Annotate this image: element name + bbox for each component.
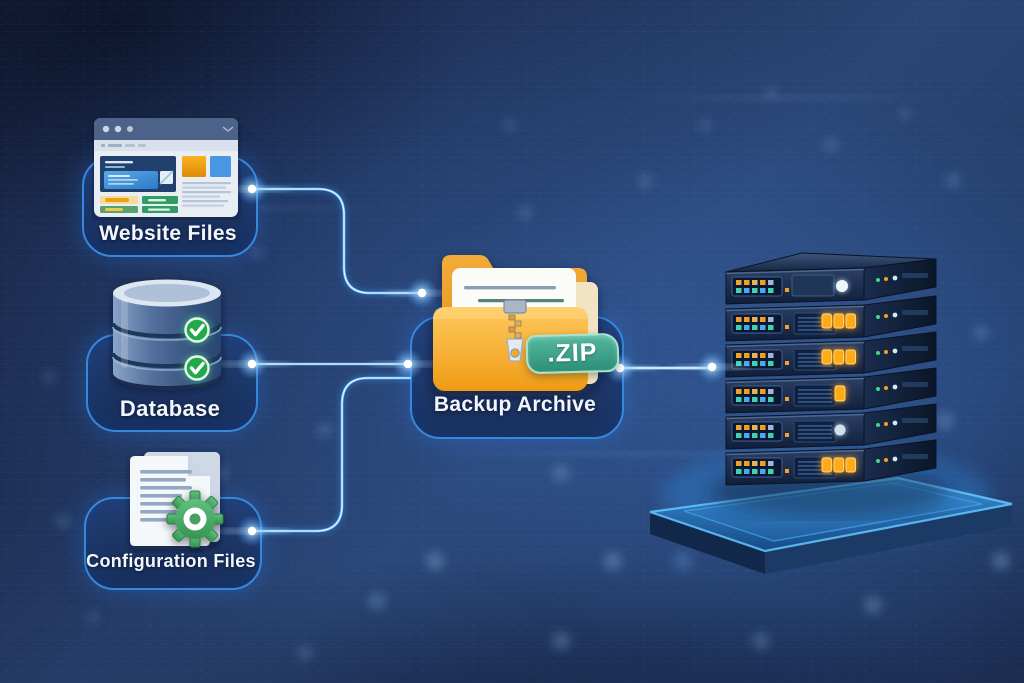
zip-badge: .ZIP <box>525 332 620 375</box>
server-rack-icon <box>649 252 1013 574</box>
zip-badge-text: .ZIP <box>547 338 598 368</box>
server-unit-4 <box>725 367 937 414</box>
server-unit-3 <box>725 331 937 378</box>
glow-node-dot <box>382 277 462 309</box>
connector-config-to-backup <box>248 374 414 535</box>
server-unit-1 <box>725 252 937 305</box>
bokeh-dots <box>0 0 10 10</box>
light-streak <box>420 452 840 456</box>
node-label-website-files: Website Files <box>99 222 237 245</box>
node-label-database: Database <box>119 396 221 421</box>
platform-glow <box>660 447 990 543</box>
server-unit-6 <box>725 439 937 486</box>
node-card-configuration-files <box>84 497 262 590</box>
node-label-backup-archive: Backup Archive <box>433 393 597 416</box>
light-streak <box>620 96 960 100</box>
node-label-configuration-files: Configuration Files <box>86 551 256 571</box>
glow-node-dot <box>672 351 752 383</box>
server-unit-2 <box>725 295 937 342</box>
connector-website-to-backup <box>248 185 426 297</box>
server-unit-5 <box>725 403 937 450</box>
server-platform <box>649 468 1013 574</box>
